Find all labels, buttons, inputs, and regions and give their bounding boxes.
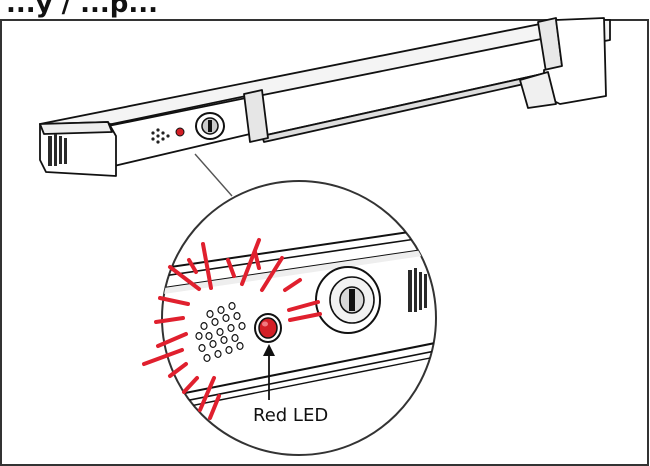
magnified-view [142, 180, 437, 456]
end-cap-label [408, 268, 427, 312]
housing-joint [243, 89, 269, 143]
key-cylinder-icon [315, 266, 381, 334]
figure-frame [0, 19, 649, 466]
page-heading-fragment: ...y / ...p... [6, 0, 159, 19]
flash-rays-icon [142, 238, 322, 420]
key-cylinder-icon [195, 112, 225, 140]
speaker-grille-icon [151, 128, 170, 144]
callout-arrow [263, 344, 275, 400]
leader-line [194, 153, 233, 197]
speaker-grille-icon [195, 302, 246, 363]
led-icon [254, 313, 282, 343]
led-callout-label: Red LED [253, 405, 329, 426]
led-icon [175, 127, 185, 137]
end-cap-label [48, 134, 67, 166]
push-bar-device [39, 17, 611, 177]
